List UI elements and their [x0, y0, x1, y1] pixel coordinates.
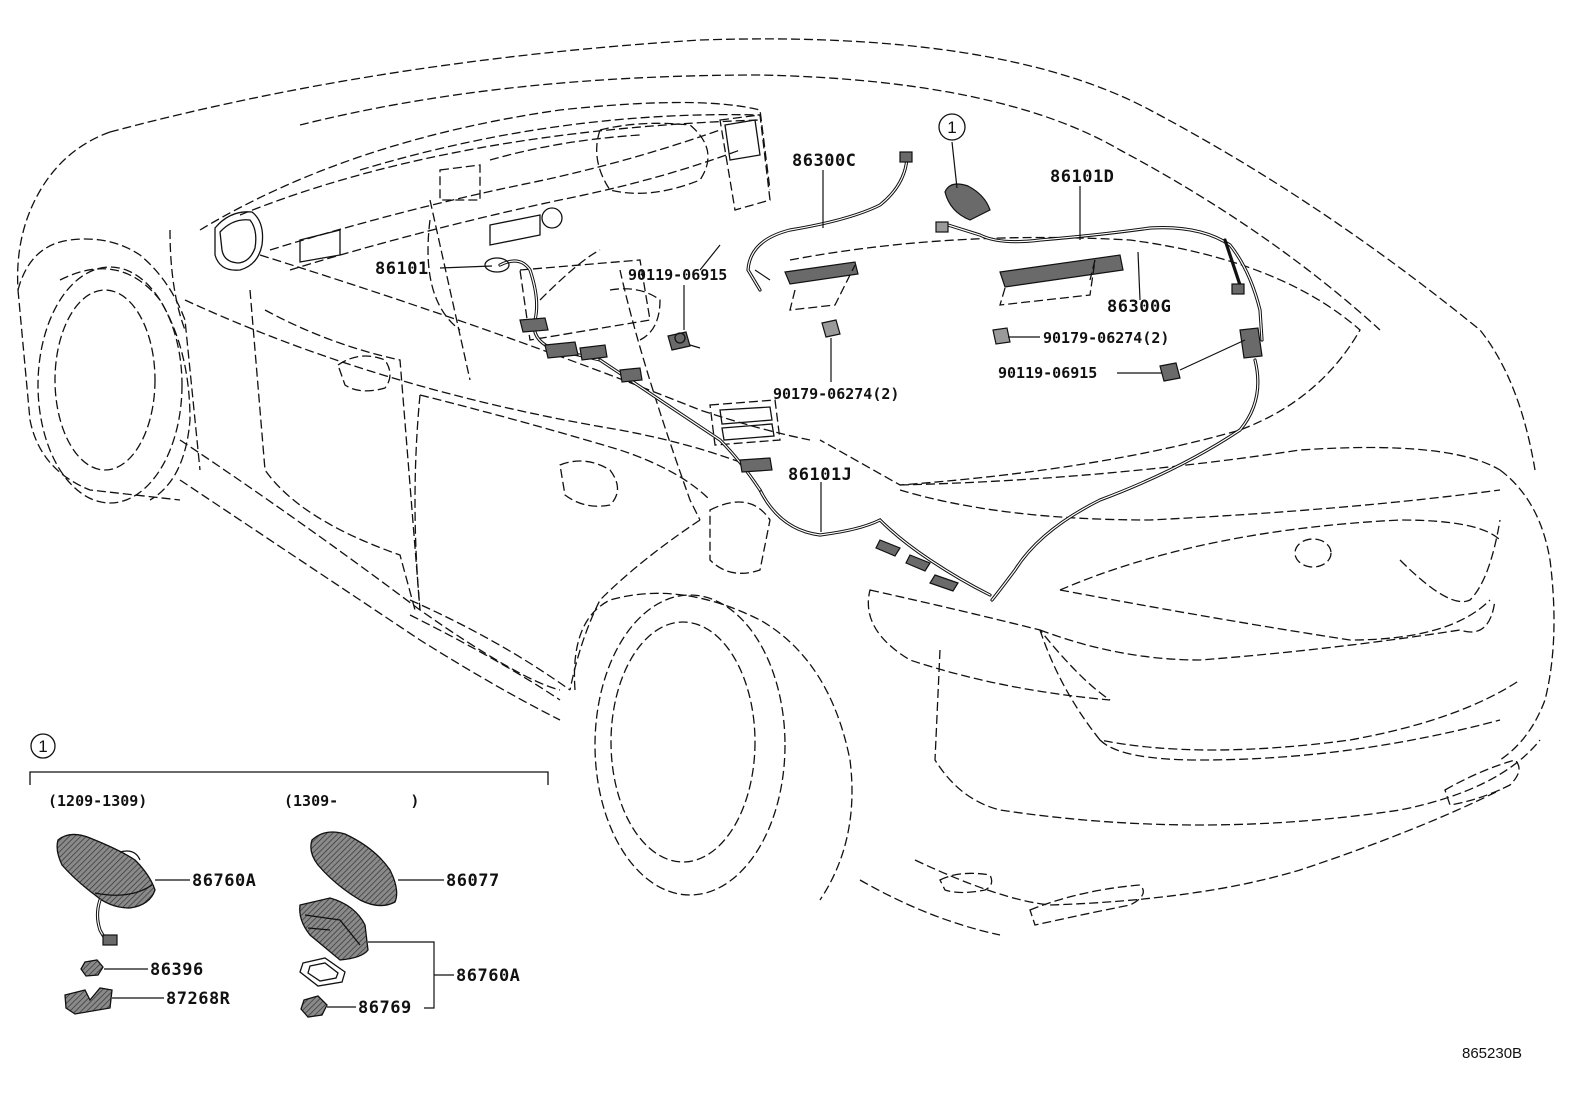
- inset-left-range: (1209-1309): [48, 792, 147, 810]
- nut-86396: [80, 959, 148, 977]
- antenna-harness-86300C: [746, 151, 913, 292]
- antenna-assy-86760A-left: [56, 833, 190, 946]
- clip-90179-06274-center: [821, 319, 841, 338]
- bracket-86300G: [999, 259, 1096, 306]
- label-86300G: 86300G: [1107, 297, 1171, 317]
- label-86300C: 86300C: [792, 151, 856, 171]
- roof-antenna: [944, 183, 991, 221]
- inset-ref-circle-label: 1: [38, 737, 47, 756]
- antenna-cover-86077: [310, 831, 444, 907]
- bracket-86300C: [789, 264, 856, 311]
- label-90179-06274-right: 90179-06274(2): [1043, 329, 1169, 347]
- label-86101J: 86101J: [788, 465, 852, 485]
- label-86396: 86396: [150, 960, 204, 980]
- inset-detail: 1 (1209-1309) (1309- ) 86760A 86396 8726…: [29, 733, 549, 1018]
- side-mirror: [214, 211, 264, 271]
- antenna-cord-86101J: [758, 488, 992, 597]
- bolt-90119-06915-top: [667, 331, 691, 351]
- inset-right-range: (1309- ): [284, 792, 419, 810]
- label-86769: 86769: [358, 998, 412, 1018]
- nut-86769: [300, 995, 356, 1018]
- antenna-cord-86101: [484, 257, 773, 492]
- label-90179-06274-center: 90179-06274(2): [773, 385, 899, 403]
- interior-dash-outline: [269, 114, 781, 446]
- antenna-harness-86300G: [935, 221, 1264, 359]
- label-87268R: 87268R: [166, 989, 231, 1009]
- leader-lines: [439, 141, 1246, 532]
- label-86101D: 86101D: [1050, 167, 1114, 187]
- label-86077: 86077: [446, 871, 500, 891]
- diagram-id: 865230B: [1462, 1045, 1522, 1062]
- bolt-90119-06915-right: [1159, 362, 1181, 382]
- ref-circle-1-label: 1: [947, 118, 956, 137]
- bracket-87268R: [64, 987, 164, 1015]
- gasket-86760A: [299, 957, 346, 987]
- bracket-86300G-side: [1089, 259, 1096, 281]
- antenna-base-86760A-right: [299, 897, 369, 961]
- antenna-cord-86101D: [990, 358, 1260, 602]
- ref-circle-1: 1: [938, 113, 966, 141]
- label-90119-06915-top: 90119-06915: [628, 266, 727, 284]
- car-body-outline: [16, 38, 1555, 936]
- label-90119-06915-right: 90119-06915: [998, 364, 1097, 382]
- label-86760A-right: 86760A: [456, 966, 520, 986]
- clip-90179-06274-right: [992, 327, 1011, 345]
- label-86760A-left: 86760A: [192, 871, 256, 891]
- label-86101: 86101: [375, 259, 429, 279]
